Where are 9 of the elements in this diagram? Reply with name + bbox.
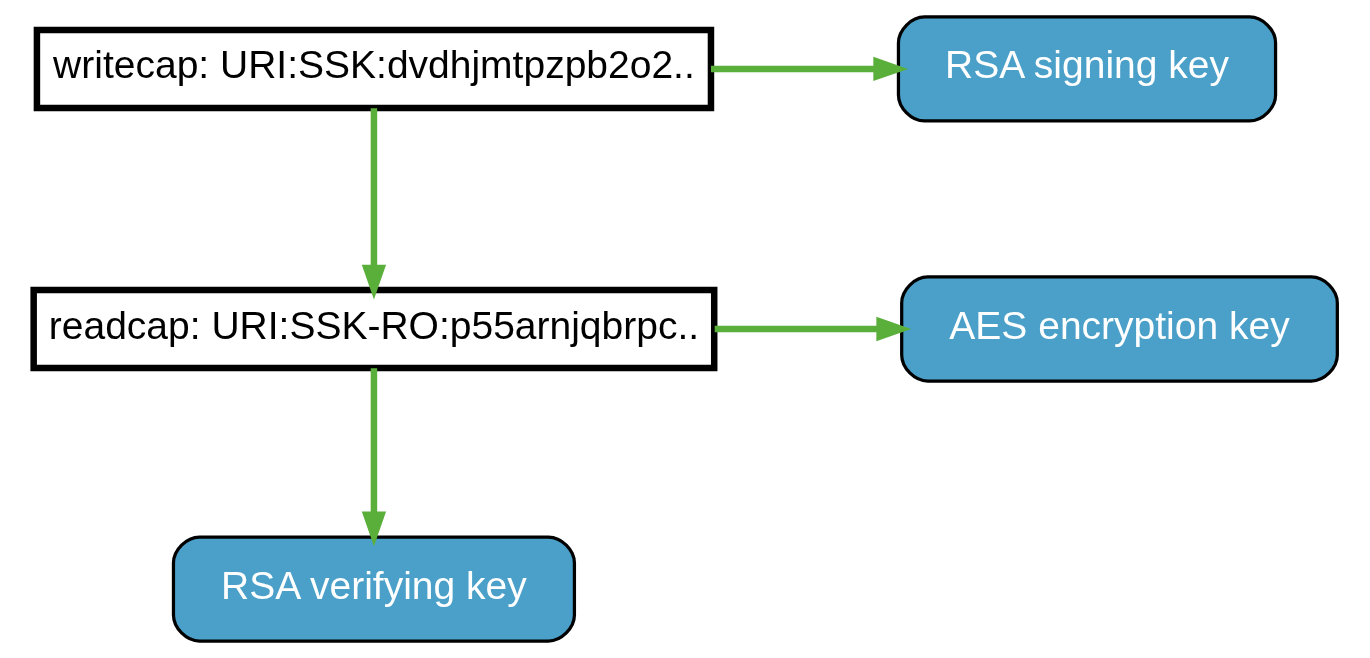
node-box: RSA verifying key: [171, 535, 576, 643]
arrow: [361, 368, 386, 547]
arrow: [714, 316, 911, 342]
node-box: readcap: URI:SSK-RO:p55arnjqbrpc..: [29, 286, 717, 372]
node-box: AES encryption key: [899, 275, 1339, 383]
arrow: [710, 56, 908, 82]
node-box: writecap: URI:SSK:dvdhjmtpzpb2o2..: [33, 26, 714, 112]
node-box: RSA signing key: [896, 15, 1277, 123]
arrow: [361, 108, 386, 300]
